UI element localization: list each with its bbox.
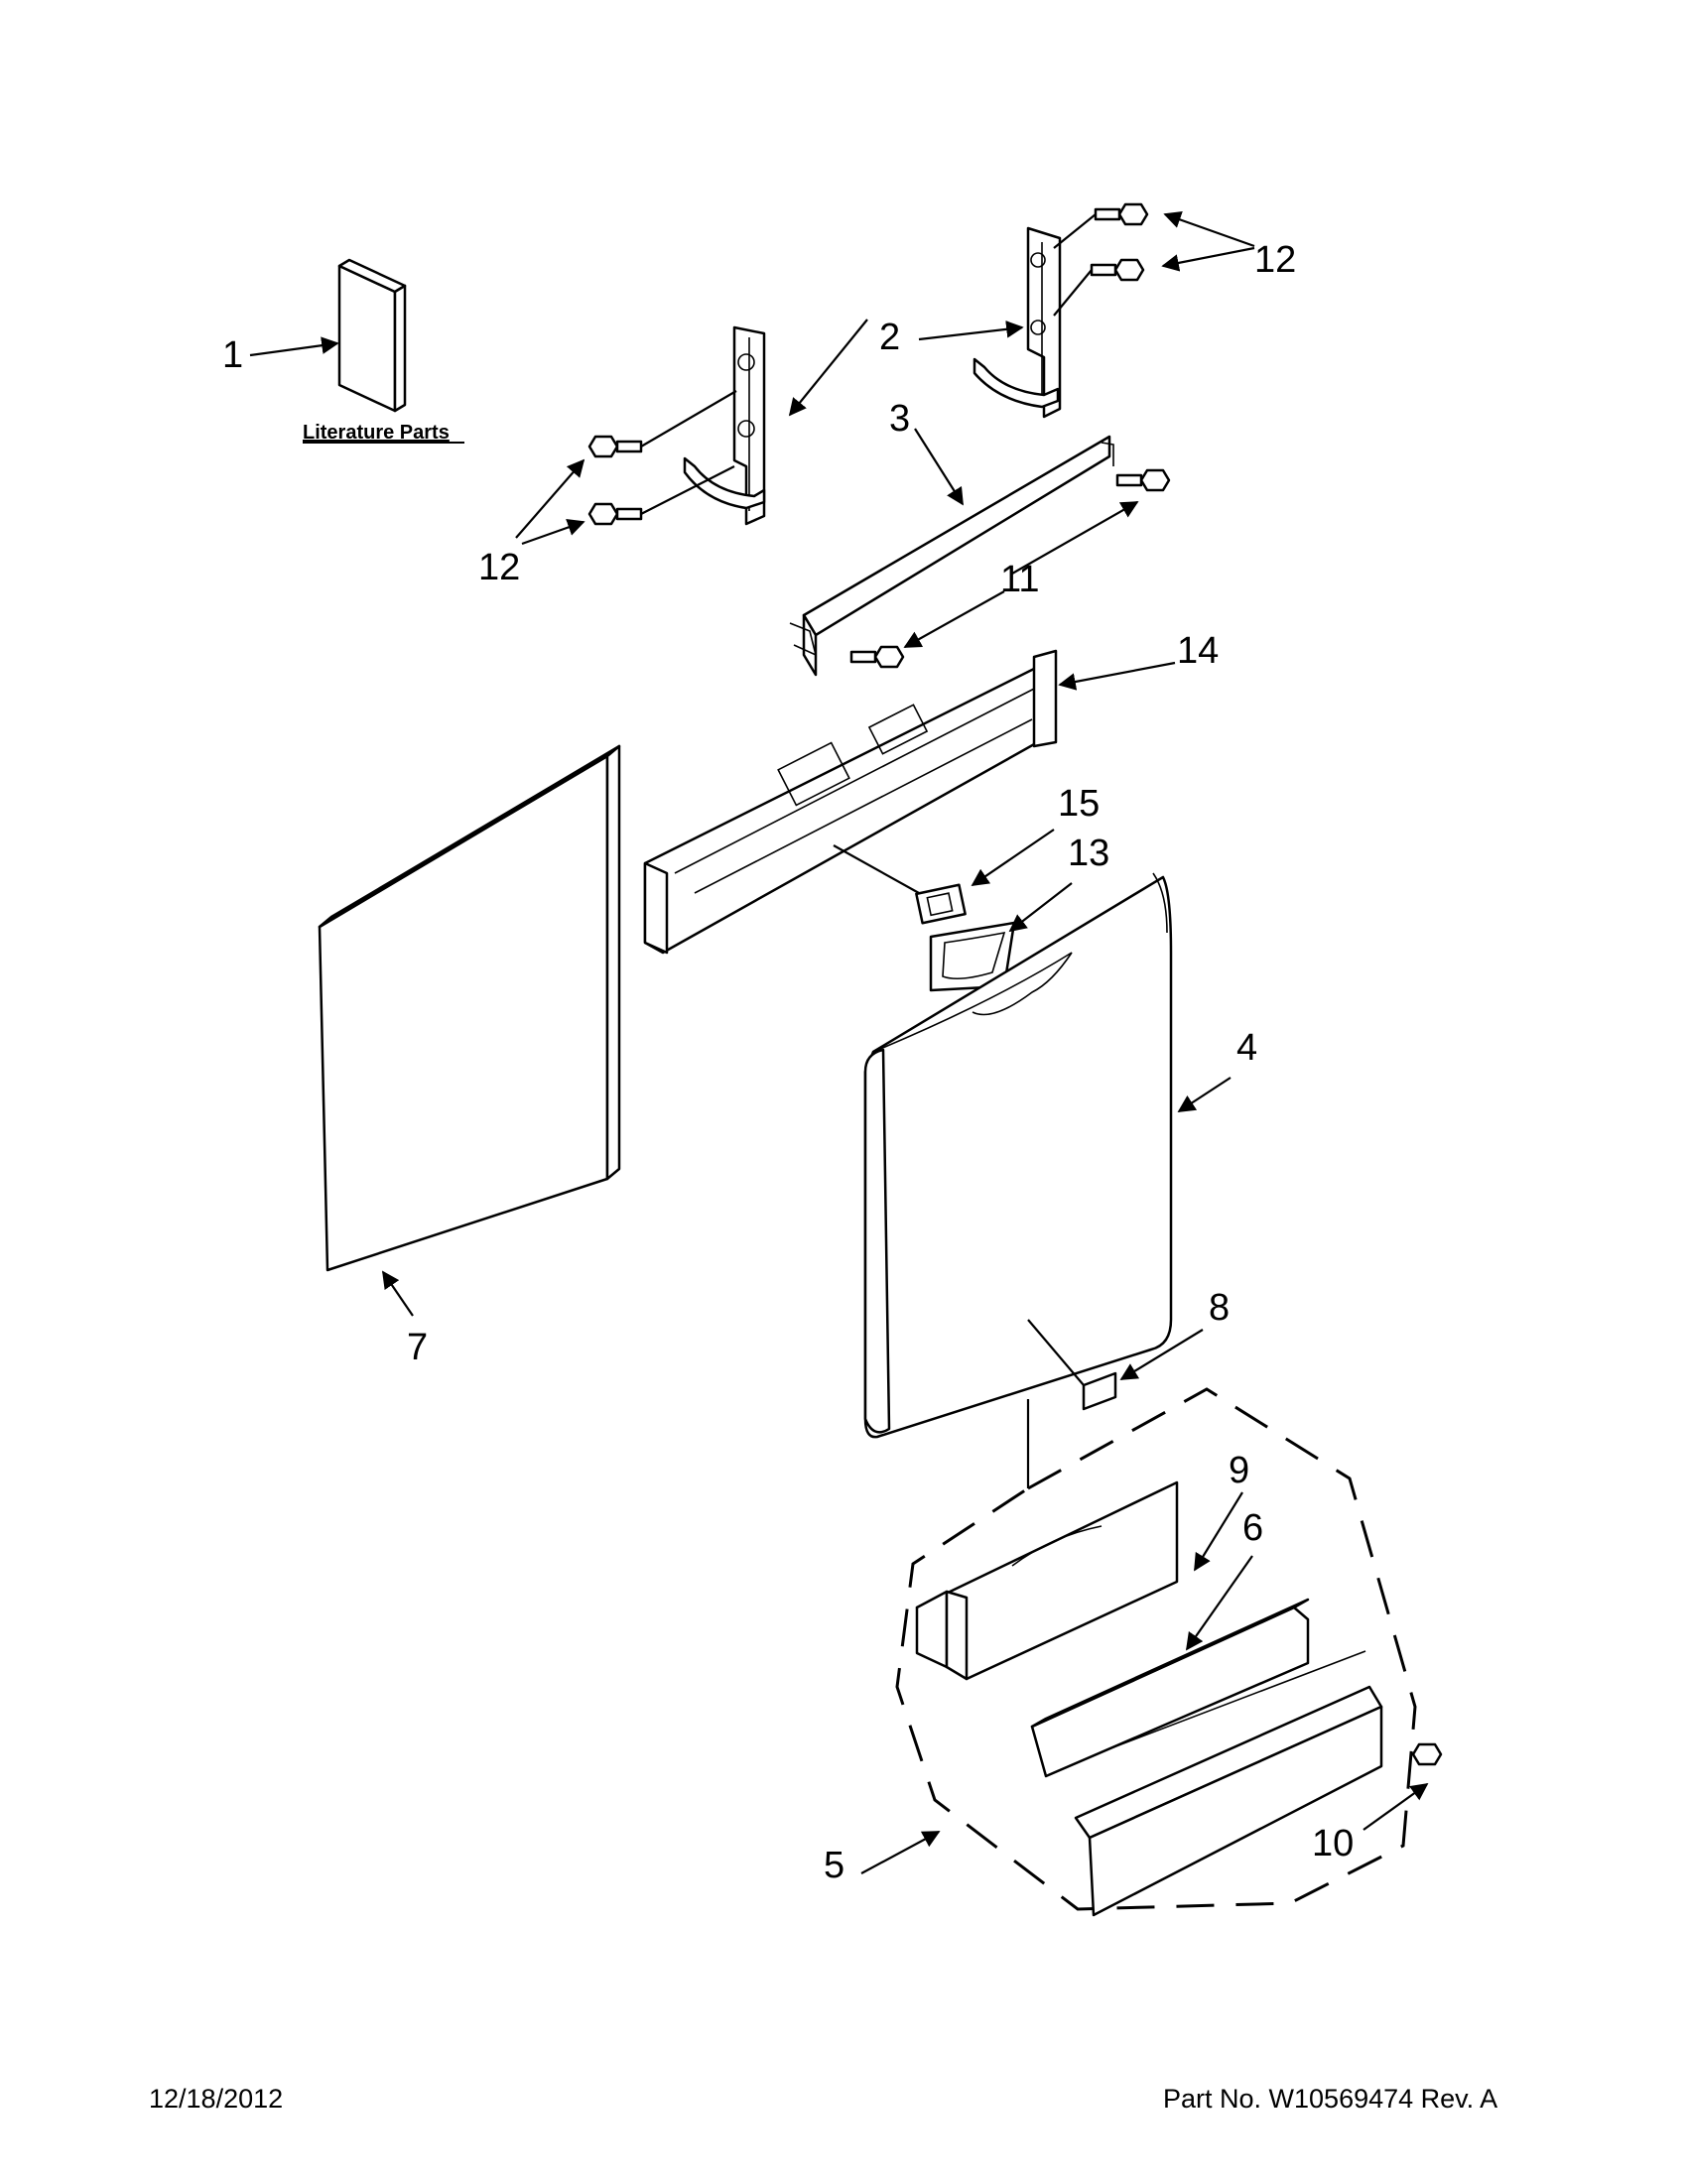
literature-parts: Literature Parts — [303, 258, 464, 444]
callout-8: 8 — [1209, 1287, 1230, 1329]
footer-date: 12/18/2012 — [149, 2084, 283, 2114]
callout-1: 1 — [222, 334, 243, 376]
callout-13: 13 — [1068, 833, 1109, 874]
callout-12-right: 12 — [1254, 239, 1296, 281]
callout-3: 3 — [889, 398, 910, 440]
assembly-outline — [895, 1387, 1417, 1911]
door-latch-clip — [833, 844, 967, 925]
foam-insulation-strip — [1030, 1598, 1310, 1778]
control-housing — [643, 649, 1058, 955]
callout-2: 2 — [879, 317, 900, 358]
callout-14: 14 — [1177, 630, 1219, 672]
leader-arrows — [249, 211, 1429, 1874]
callout-15: 15 — [1058, 783, 1100, 825]
logo-badge — [1026, 1319, 1117, 1488]
callout-4: 4 — [1236, 1027, 1257, 1069]
callout-6: 6 — [1242, 1507, 1263, 1549]
mounting-bracket-right — [973, 226, 1062, 419]
callout-7: 7 — [407, 1327, 428, 1368]
footer-part-number: Part No. W10569474 Rev. A — [1163, 2084, 1497, 2114]
outer-door-panel — [863, 872, 1173, 1439]
callout-5: 5 — [824, 1845, 844, 1886]
kickplate — [1074, 1650, 1443, 1917]
door-channel — [789, 435, 1114, 677]
mounting-bracket-left — [683, 325, 766, 526]
screw-11-pair — [849, 468, 1171, 669]
door-panel-insulation — [318, 744, 621, 1272]
callout-11: 11 — [1000, 559, 1039, 600]
callout-10: 10 — [1312, 1823, 1354, 1864]
screw-group-left — [587, 390, 737, 526]
callout-12-left: 12 — [478, 547, 520, 588]
literature-parts-label: Literature Parts — [303, 422, 450, 444]
screw-group-right — [1053, 202, 1149, 317]
callout-9: 9 — [1229, 1450, 1249, 1491]
access-panel — [915, 1480, 1179, 1681]
